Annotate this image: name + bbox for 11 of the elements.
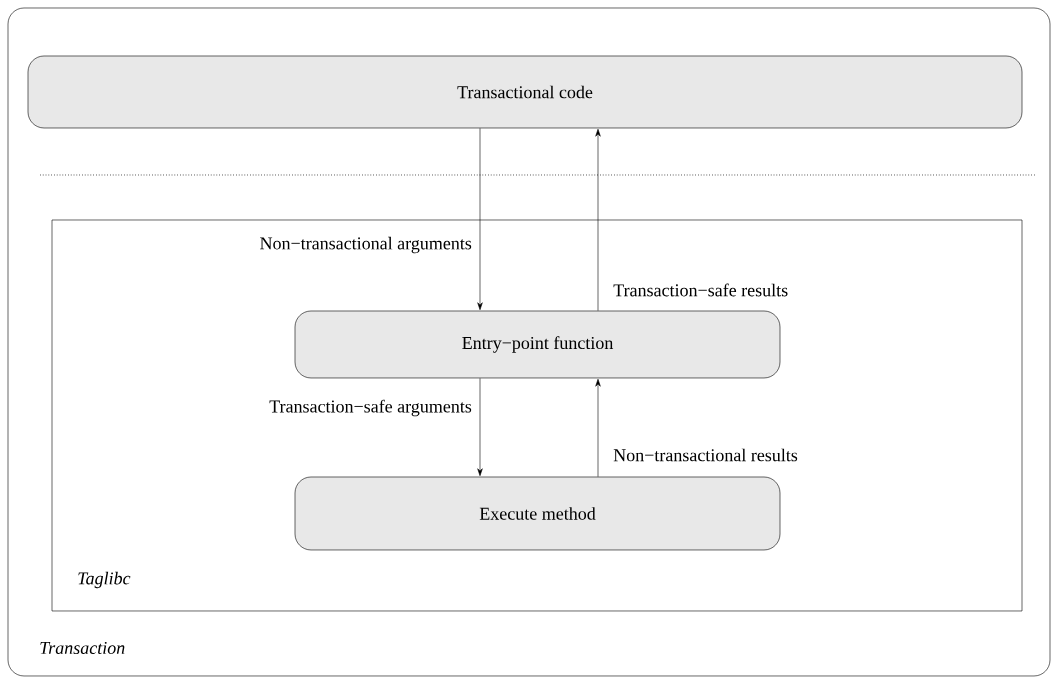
- edge-label: Non−transactional arguments: [260, 236, 472, 254]
- process-box: Execute method: [294, 476, 781, 551]
- edge-label: Transaction−safe arguments: [269, 399, 472, 417]
- edge-label: Transaction−safe results: [613, 283, 788, 297]
- process-box: Entry−point function: [294, 310, 781, 379]
- arrow: [595, 378, 601, 477]
- arrow: [477, 378, 483, 477]
- edge-label: Non−transactional results: [613, 448, 798, 462]
- arrow: [477, 128, 483, 311]
- process-box: Transactional code: [27, 55, 1023, 129]
- arrow: [595, 128, 601, 311]
